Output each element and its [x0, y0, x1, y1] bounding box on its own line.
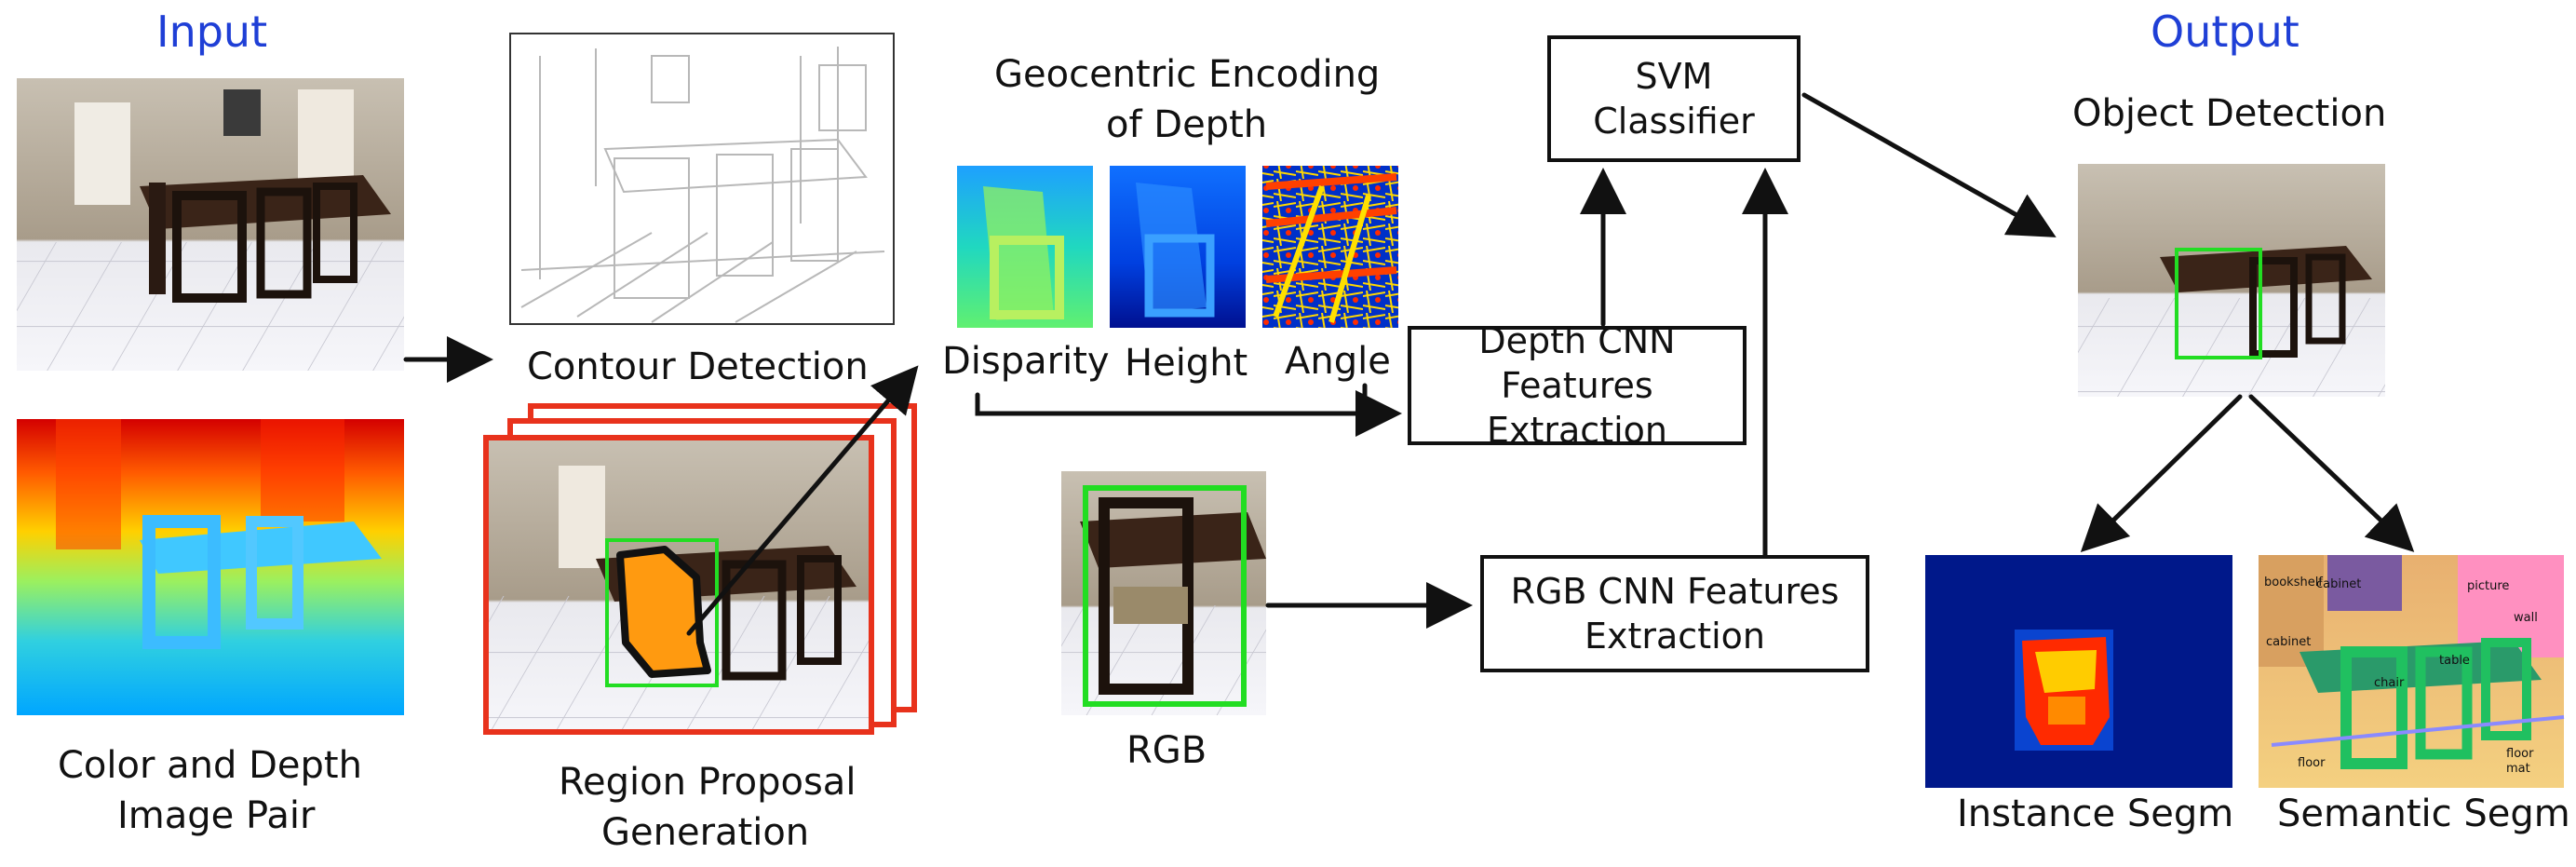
color-depth-label-line2: Image Pair	[117, 794, 316, 837]
semantic-tag-list: bookshelf cabinet cabinet picture floor …	[2262, 574, 2560, 784]
semantic-tag: wall	[2514, 611, 2538, 625]
region-label-line1: Region Proposal	[559, 761, 856, 804]
object-detection-label: Object Detection	[2072, 92, 2387, 135]
semantic-tag: chair	[2374, 676, 2405, 690]
contour-image	[509, 33, 895, 325]
semantic-tag: table	[2439, 654, 2470, 668]
angle-label: Angle	[1285, 340, 1391, 383]
depth-cnn-label-line2: Features Extraction	[1487, 365, 1667, 451]
region-proposal-stack	[483, 403, 917, 735]
output-title: Output	[2151, 7, 2300, 57]
semantic-tag: floor mat	[2506, 747, 2534, 776]
rgb-cnn-label-line1: RGB CNN Features	[1510, 571, 1840, 612]
svm-label-line1: SVM	[1635, 56, 1713, 97]
height-label: Height	[1125, 342, 1248, 385]
semantic-tag: floor	[2298, 756, 2326, 770]
svm-classifier-box: SVM Classifier	[1547, 35, 1801, 162]
semantic-tag: picture	[2467, 579, 2510, 593]
input-title: Input	[156, 7, 268, 57]
arrows	[403, 92, 2415, 636]
object-detection-image	[2078, 164, 2385, 397]
rgb-cnn-label-line2: Extraction	[1585, 616, 1765, 657]
angle-image	[1262, 166, 1398, 328]
semantic-segm-image	[2259, 555, 2565, 788]
input-depth-image	[17, 419, 404, 715]
depth-cnn-label-line1: Depth CNN	[1478, 320, 1676, 361]
region-mask-shape	[616, 546, 711, 678]
semantic-tag: bookshelf	[2264, 576, 2323, 589]
disparity-label: Disparity	[942, 340, 1110, 383]
input-rgb-image	[17, 78, 404, 371]
rgb-cnn-box: RGB CNN Features Extraction	[1480, 555, 1869, 672]
height-image	[1110, 166, 1246, 328]
semantic-tag: cabinet	[2266, 635, 2312, 649]
rgb-crop-image	[1061, 471, 1266, 715]
disparity-image	[957, 166, 1093, 328]
instance-segm-image	[1925, 555, 2232, 788]
region-label-line2: Generation	[601, 811, 810, 854]
geo-encoding-label-line2: of Depth	[1106, 103, 1268, 146]
geo-encoding-label-line1: Geocentric Encoding	[994, 53, 1381, 96]
depth-cnn-box: Depth CNN Features Extraction	[1408, 320, 1747, 451]
rgb-label: RGB	[1126, 729, 1207, 772]
color-depth-label-line1: Color and Depth	[58, 744, 362, 787]
contour-label: Contour Detection	[527, 345, 869, 388]
svm-label-line2: Classifier	[1593, 101, 1755, 142]
instance-segm-label: Instance Segm	[1957, 792, 2234, 835]
semantic-segm-label: Semantic Segm	[2277, 792, 2570, 835]
semantic-tag: cabinet	[2316, 577, 2362, 591]
